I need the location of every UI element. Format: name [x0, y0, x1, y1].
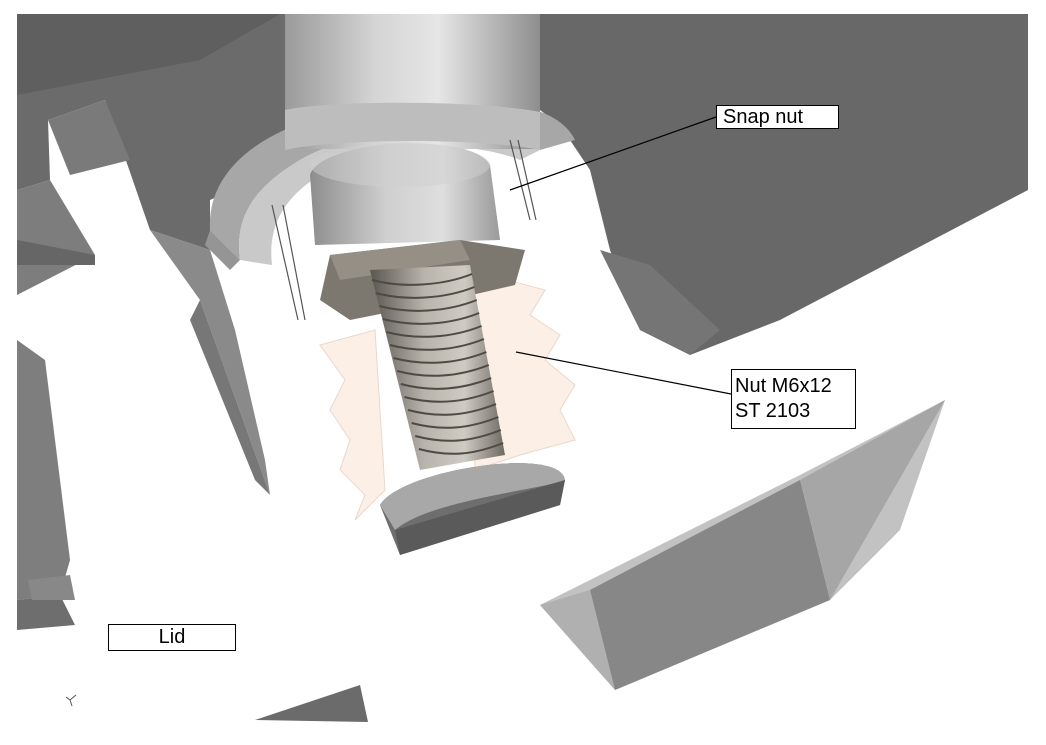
snap-nut-legs	[271, 139, 537, 321]
leader-lines	[509, 116, 732, 395]
thread-lines	[371, 273, 504, 455]
lid-label: Lid	[108, 624, 236, 651]
thread-crest	[411, 416, 499, 429]
shaft-upper	[285, 14, 540, 150]
leader-snap-nut	[509, 116, 717, 191]
thread-crest	[418, 442, 504, 455]
thread-crest	[386, 325, 482, 338]
thread-crest	[393, 351, 487, 364]
snap-nut-pin	[310, 143, 500, 245]
housing-right-part	[540, 14, 1028, 355]
thread-crest	[400, 377, 492, 390]
nut-label-line1: Nut M6x12	[735, 375, 832, 397]
thread-crest	[378, 299, 478, 312]
housing-lower-right	[540, 400, 945, 690]
lid-label-text: Lid	[158, 626, 186, 648]
lid-rib-center	[150, 230, 270, 495]
lid-rib-left	[17, 340, 75, 630]
nut-label-line2: ST 2103	[735, 400, 811, 422]
nut-label: Nut M6x12 ST 2103	[731, 369, 856, 429]
leader-nut	[515, 351, 732, 395]
axis-triad-icon	[65, 694, 77, 707]
snap-nut-label: Snap nut	[716, 105, 839, 129]
lid-rib-bottom	[255, 685, 368, 722]
thread-crest	[371, 273, 473, 286]
thread-crest	[407, 403, 497, 416]
bolt-bottom-head	[380, 463, 565, 555]
thread-crest	[404, 390, 494, 403]
thread-crest	[375, 286, 475, 299]
thread-crest	[382, 312, 480, 325]
thread-crest	[389, 338, 485, 351]
snap-nut-label-text: Snap nut	[723, 106, 804, 128]
thread-crest	[414, 429, 502, 442]
thread-crest	[396, 364, 490, 377]
